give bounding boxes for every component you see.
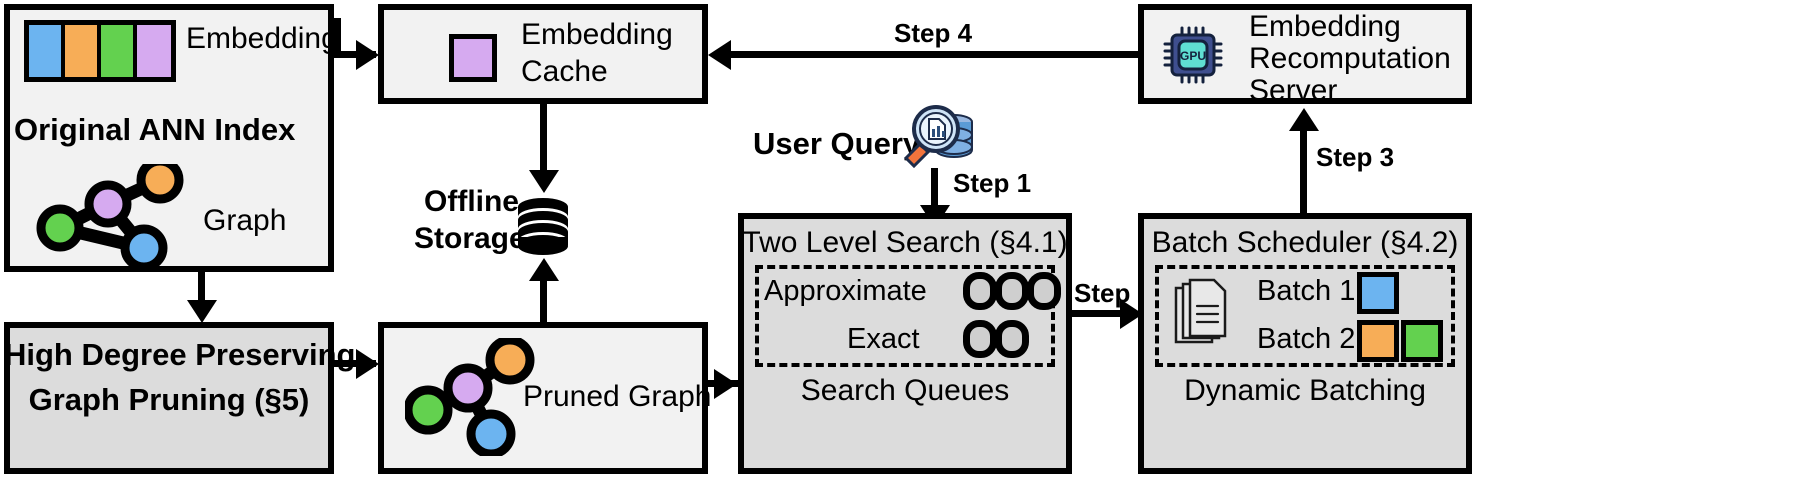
gpu-chip-icon: GPU bbox=[1163, 26, 1223, 84]
offline-storage-label-line1: Offline bbox=[424, 185, 519, 218]
approximate-row-label: Approximate bbox=[764, 275, 927, 307]
batch-scheduler-title: Batch Scheduler (§4.2) bbox=[1151, 226, 1459, 259]
dynamic-batching-dashed-region bbox=[1155, 265, 1455, 367]
pruned-graph-box bbox=[378, 322, 708, 474]
arrow-prunedgraph-to-storage-line bbox=[540, 278, 547, 322]
embedding-chip-3 bbox=[136, 25, 172, 77]
arrow-step3-line bbox=[1300, 128, 1307, 214]
arrow-pruning-to-prunedgraph-line bbox=[334, 360, 376, 367]
graph-pruning-title-line1: High Degree Preserving bbox=[4, 337, 356, 372]
exact-row-label: Exact bbox=[847, 323, 920, 355]
approximate-slot-2[interactable] bbox=[1027, 272, 1061, 310]
embedding-chip-1 bbox=[64, 25, 101, 77]
original-graph-illustration bbox=[36, 164, 184, 268]
arrow-index-to-pruning-head bbox=[187, 300, 217, 323]
original-ann-index-title: Original ANN Index bbox=[14, 112, 296, 147]
arrow-pruning-to-prunedgraph-head bbox=[356, 349, 379, 379]
arrow-prunedgraph-to-storage-head bbox=[529, 258, 559, 281]
embedding-chip-strip bbox=[24, 20, 176, 82]
exact-slot-1[interactable] bbox=[995, 320, 1029, 358]
arrow-index-to-cache-riser bbox=[334, 18, 341, 58]
arrow-step4-line bbox=[720, 51, 1138, 58]
dynamic-batching-caption: Dynamic Batching bbox=[1184, 374, 1426, 407]
arrow-step4-head bbox=[708, 40, 731, 70]
graph-label: Graph bbox=[203, 204, 287, 237]
database-icon bbox=[518, 198, 568, 255]
user-query-label: User Query bbox=[753, 126, 921, 161]
step4-label: Step 4 bbox=[894, 18, 973, 48]
batch-2-label: Batch 2 bbox=[1257, 323, 1356, 355]
pruned-graph-label: Pruned Graph bbox=[523, 380, 712, 413]
embedding-chip-0 bbox=[29, 25, 65, 77]
arrow-cache-to-storage-line bbox=[540, 104, 547, 176]
embedding-chip-2 bbox=[100, 25, 137, 77]
arrow-index-to-pruning-line bbox=[198, 272, 205, 307]
arrow-index-to-cache-head bbox=[356, 40, 379, 70]
embedding-cache-chip bbox=[449, 34, 497, 82]
two-level-search-title: Two Level Search (§4.1) bbox=[742, 226, 1068, 259]
recomputation-server-box bbox=[1138, 4, 1472, 104]
batch-2-chip-1 bbox=[1401, 320, 1443, 362]
approximate-slot-0[interactable] bbox=[963, 272, 997, 310]
graph-pruning-box bbox=[4, 322, 334, 474]
arrow-index-to-cache-line bbox=[334, 51, 376, 58]
step1-label: Step 1 bbox=[953, 168, 1032, 198]
search-database-icon bbox=[903, 105, 973, 169]
embedding-cache-title-line1: Embedding bbox=[521, 18, 673, 51]
arrow-step2-line bbox=[1072, 310, 1134, 317]
offline-storage-label-line2: Storage bbox=[414, 222, 526, 255]
embedding-label: Embedding bbox=[186, 22, 338, 55]
arrow-step1-line bbox=[931, 168, 938, 214]
search-queues-caption: Search Queues bbox=[800, 374, 1010, 407]
embedding-cache-title-line2: Cache bbox=[521, 55, 608, 88]
step3-label: Step 3 bbox=[1316, 142, 1395, 172]
embedding-cache-box bbox=[378, 4, 708, 104]
arrow-step2-head bbox=[1120, 299, 1143, 329]
arrow-cache-to-storage-head bbox=[529, 170, 559, 193]
pruned-graph-illustration bbox=[405, 338, 535, 456]
exact-slot-0[interactable] bbox=[963, 320, 997, 358]
approximate-slot-1[interactable] bbox=[995, 272, 1029, 310]
batch-1-label: Batch 1 bbox=[1257, 275, 1356, 307]
arrow-step3-head bbox=[1289, 108, 1319, 131]
svg-text:GPU: GPU bbox=[1180, 49, 1206, 63]
recomputation-server-title-line2: Recomputation bbox=[1249, 42, 1451, 75]
graph-pruning-title-line2: Graph Pruning (§5) bbox=[28, 382, 310, 417]
search-queues-dashed-region bbox=[755, 265, 1055, 367]
batch-1-chip-0 bbox=[1357, 272, 1399, 314]
documents-icon bbox=[1174, 278, 1227, 344]
recomputation-server-title-line1: Embedding bbox=[1249, 10, 1401, 43]
batch-2-chip-0 bbox=[1357, 320, 1399, 362]
arrow-prunedgraph-to-search-head bbox=[714, 369, 737, 399]
recomputation-server-title-line3: Server bbox=[1249, 74, 1338, 107]
